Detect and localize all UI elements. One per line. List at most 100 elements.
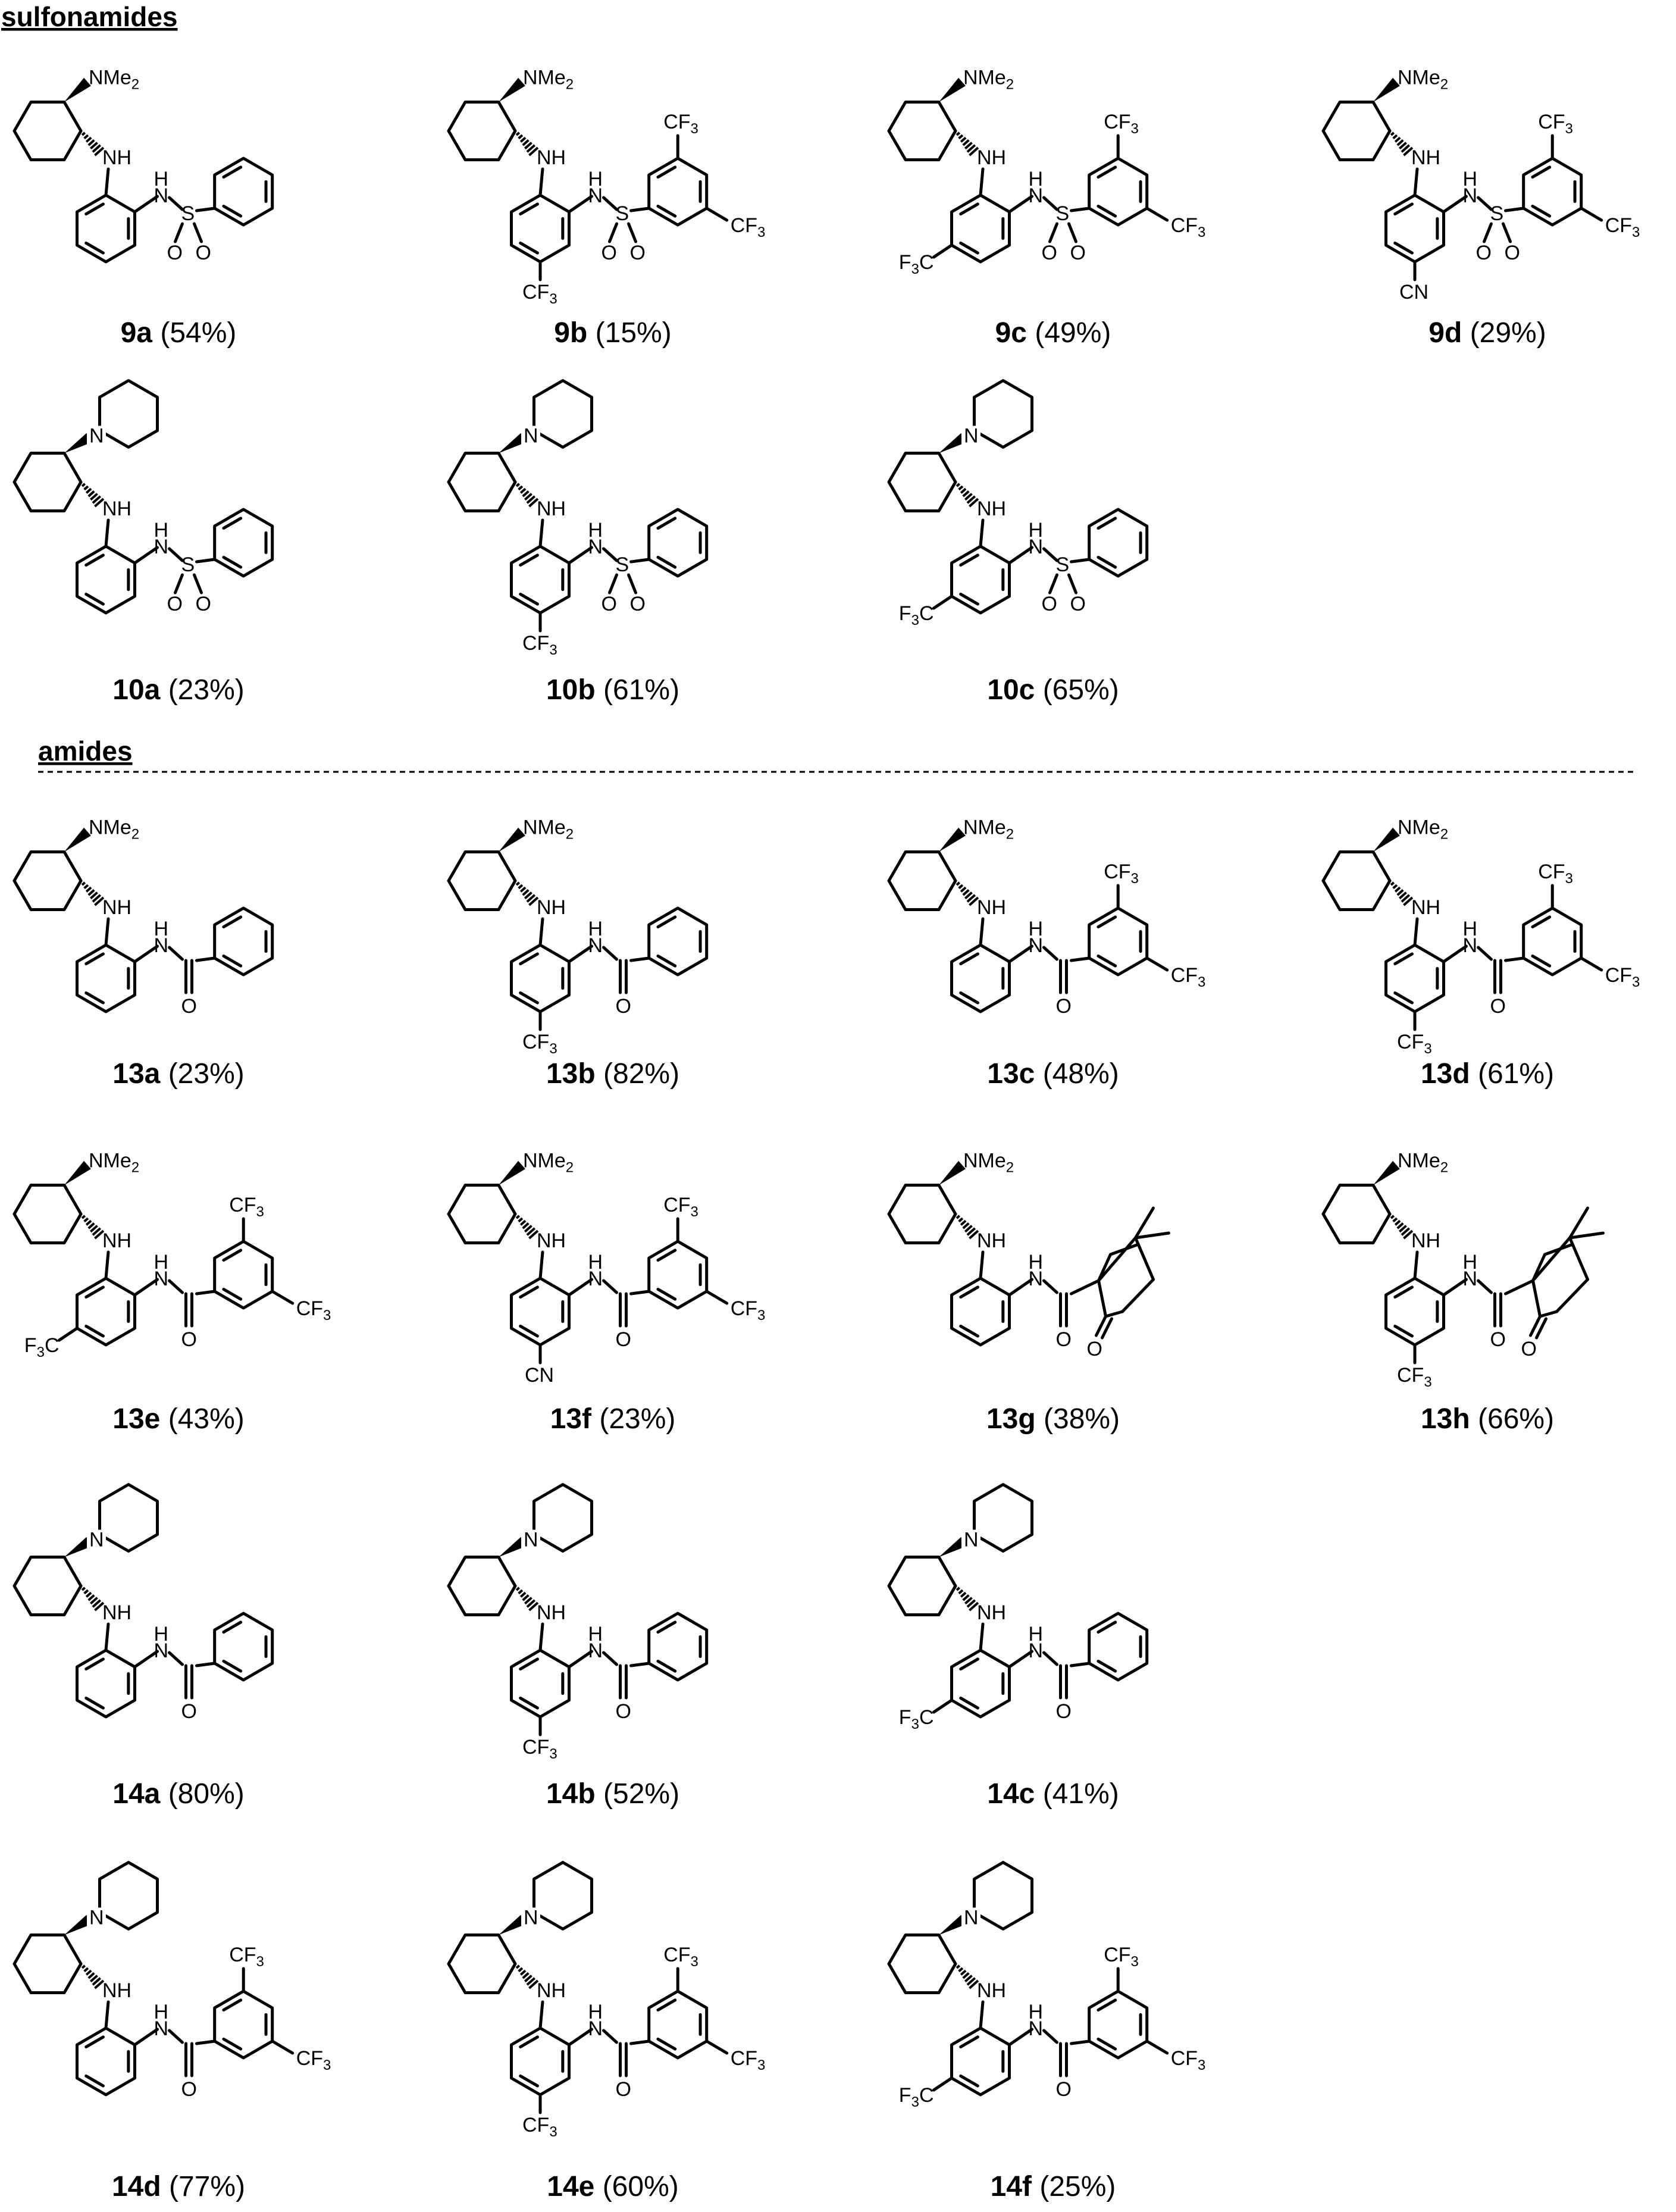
sulfonyl-oxygen-label: O [629, 242, 645, 264]
n-linker-bond [167, 196, 184, 211]
nh-aryl-bond [104, 917, 110, 947]
compound-yield: (77%) [161, 2171, 245, 2202]
aniline-ring-double-bond [84, 1657, 105, 1671]
sulfur-label: S [615, 553, 629, 576]
piperidine-ring [532, 1861, 593, 1931]
sulfonyl-oxygen-bond [626, 573, 637, 595]
phenyl-ring-double-bond [656, 517, 677, 530]
stereo-hash-bond [956, 881, 979, 906]
cyclohexane-ring [12, 1556, 83, 1616]
aniline-ring-double-bond [84, 952, 105, 966]
hash-stripe [94, 146, 105, 157]
hash-stripe [1398, 891, 1407, 900]
hash-stripe [518, 485, 524, 491]
piperidine-nitrogen-label: N [524, 1907, 538, 1929]
cyclohexane-ring [887, 452, 957, 512]
compound-yield: (61%) [596, 674, 679, 706]
aryl-n-bond [567, 944, 593, 963]
n-linker-bond [167, 946, 184, 961]
compound-id: 14d [112, 2171, 161, 2202]
stereo-hash-bond [515, 1964, 539, 1989]
phenyl-ring-double-bond [1097, 1659, 1117, 1673]
sulfonyl-oxygen-label: O [1475, 242, 1491, 264]
nh-aryl-bond [538, 2000, 544, 2030]
phenyl-ring [213, 508, 274, 578]
hash-stripe [960, 1591, 967, 1598]
hash-stripe [1396, 139, 1404, 146]
stereo-wedge-bond [499, 827, 525, 852]
piperidine-ring [98, 379, 159, 449]
aniline-nh-label: NH [977, 1979, 1006, 2002]
compound-label-13f: 13f (23%) [550, 1403, 676, 1435]
aniline-nh-label: NH [537, 1979, 566, 2002]
sulfonyl-oxygen-label: O [195, 242, 211, 264]
camphor-bridge-bond [1531, 1236, 1571, 1282]
aryl-n-bond [1007, 195, 1033, 214]
hash-stripe [528, 1229, 539, 1240]
aniline-ring-double-bond [84, 592, 105, 606]
hash-stripe [87, 139, 95, 146]
piperidine-nitrogen-label: N [964, 1907, 979, 1929]
carbonyl-oxygen-label: O [615, 995, 631, 1018]
stereo-wedge-bond [939, 1537, 967, 1557]
sulfonyl-oxygen-bond [192, 573, 203, 595]
hash-stripe [1390, 1215, 1395, 1219]
cyclohexane-ring [12, 101, 83, 161]
carbonyl-oxygen-label: O [181, 1328, 196, 1351]
hash-stripe [1392, 134, 1398, 140]
aniline-ring [950, 545, 1011, 615]
aryl-n-bond [1007, 944, 1033, 963]
compound-label-10a: 10a (23%) [112, 674, 244, 706]
piperidine-nitrogen-label: N [964, 1529, 979, 1551]
hash-stripe [81, 1215, 86, 1219]
compound-label-14a: 14a (80%) [112, 1778, 244, 1810]
stereo-wedge-bond [1373, 827, 1400, 852]
hash-stripe [966, 1977, 976, 1986]
label-mask [87, 1907, 106, 1928]
cyclohexane-ring [887, 1556, 957, 1616]
trifluoromethyl-label: CF3 [1104, 111, 1139, 137]
camphor-ring-bond [1120, 1278, 1155, 1313]
aryl-n-bond [567, 546, 593, 565]
bis-cf3-phenyl-ring-double-bond [1097, 2037, 1117, 2051]
cf3-bond [932, 1698, 954, 1714]
aryl-n-bond [567, 1278, 593, 1297]
aniline-ring-double-bond [1393, 991, 1414, 1005]
compound-id: 13h [1421, 1403, 1470, 1435]
sulfonyl-oxygen-bond [1067, 573, 1077, 595]
dimethylamino-label: NMe2 [963, 67, 1014, 93]
aniline-ring-double-bond [959, 1696, 979, 1710]
acyl-aryl-bond [1069, 1662, 1091, 1667]
compound-label-10c: 10c (65%) [987, 674, 1119, 706]
n-linker-bond [602, 196, 618, 211]
compound-id: 14f [991, 2171, 1032, 2202]
amide-n-label: N [153, 934, 168, 957]
hash-stripe [518, 1967, 524, 1973]
stereo-wedge-bond [499, 1160, 525, 1185]
compound-id: 13e [112, 1403, 160, 1435]
aryl-n-bond [1007, 1278, 1033, 1297]
amide-h-label: H [588, 918, 603, 940]
sulfonyl-oxygen-label: O [1070, 593, 1085, 615]
nh-aryl-bond [104, 518, 110, 548]
aniline-ring [76, 545, 136, 615]
hash-stripe [960, 886, 967, 893]
label-mask [521, 1907, 540, 1928]
nh-aryl-bond [538, 917, 544, 947]
dimethylamino-label: NMe2 [963, 1150, 1014, 1176]
nh-aryl-bond [104, 167, 110, 197]
aryl-n-bond [567, 2028, 593, 2047]
sulfur-label: S [1055, 553, 1069, 576]
camphor-ketone-bond [1100, 1317, 1113, 1340]
phenyl-ring [213, 1612, 274, 1682]
hash-stripe [526, 894, 536, 903]
hash-stripe [1396, 1222, 1404, 1229]
amide-n-label: N [153, 184, 168, 207]
trifluoromethyl-label: CF3 [296, 2047, 331, 2073]
amide-h-label: H [1462, 1251, 1477, 1274]
dimethylamino-label: NMe2 [89, 67, 139, 93]
camphor-oxygen-label: O [1086, 1338, 1102, 1360]
bis-cf3-phenyl-ring [647, 1240, 709, 1310]
section-headings: sulfonamides amides [1, 1, 1633, 773]
